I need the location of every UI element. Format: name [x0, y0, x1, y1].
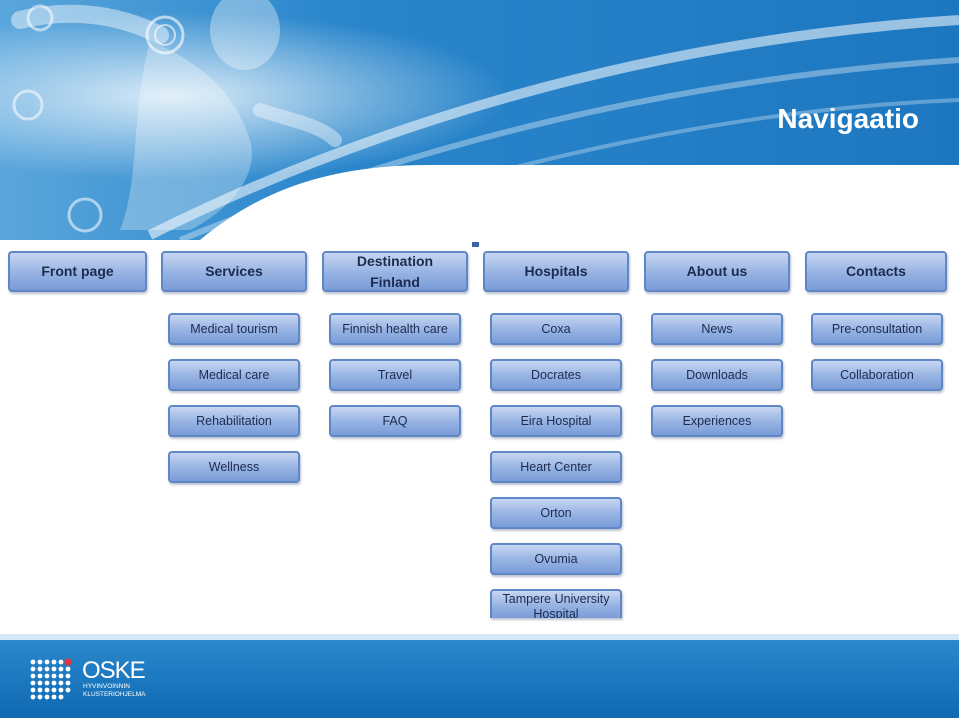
nav-sub-medical-care[interactable]: Medical care	[168, 359, 300, 391]
nav-sub-rehabilitation[interactable]: Rehabilitation	[168, 405, 300, 437]
nav-top-front-page[interactable]: Front page	[8, 251, 147, 292]
logo-subtitle-line-1: HYVINVOINNIN	[83, 683, 130, 690]
nav-top-about-us[interactable]: About us	[644, 251, 790, 292]
nav-sub-medical-tourism[interactable]: Medical tourism	[168, 313, 300, 345]
oske-logo-icon	[30, 658, 72, 700]
nav-sub-ovumia[interactable]: Ovumia	[490, 543, 622, 575]
logo-subtitle-line-2: KLUSTERIOHJELMA	[83, 690, 146, 698]
nav-sub-downloads[interactable]: Downloads	[651, 359, 783, 391]
header-banner: Navigaatio	[0, 0, 959, 240]
nav-sub-coxa[interactable]: Coxa	[490, 313, 622, 345]
nav-sub-orton[interactable]: Orton	[490, 497, 622, 529]
nav-sub-pre-consultation[interactable]: Pre-consultation	[811, 313, 943, 345]
nav-top-services[interactable]: Services	[161, 251, 307, 292]
nav-sub-tampere-university-hospital[interactable]: Tampere University Hospital	[490, 589, 622, 618]
nav-sub-wellness[interactable]: Wellness	[168, 451, 300, 483]
nav-sub-docrates[interactable]: Docrates	[490, 359, 622, 391]
logo-name: OSKE	[82, 657, 146, 684]
logo-subtitle: HYVINVOINNIN KLUSTERIOHJELMA	[83, 683, 173, 698]
nav-sub-finnish-health-care[interactable]: Finnish health care	[329, 313, 461, 345]
nav-sub-heart-center[interactable]: Heart Center	[490, 451, 622, 483]
nav-sub-eira-hospital[interactable]: Eira Hospital	[490, 405, 622, 437]
nav-top-destination-finland[interactable]: Destination Finland	[322, 251, 468, 292]
nav-sub-news[interactable]: News	[651, 313, 783, 345]
nav-sub-experiences[interactable]: Experiences	[651, 405, 783, 437]
small-marker	[472, 242, 479, 247]
page-title: Navigaatio	[777, 103, 919, 134]
nav-top-contacts[interactable]: Contacts	[805, 251, 947, 292]
nav-sub-collaboration[interactable]: Collaboration	[811, 359, 943, 391]
header-background	[0, 0, 959, 240]
nav-sub-travel[interactable]: Travel	[329, 359, 461, 391]
nav-sub-faq[interactable]: FAQ	[329, 405, 461, 437]
footer-bar	[0, 640, 959, 718]
footer-divider	[0, 634, 959, 640]
nav-top-hospitals[interactable]: Hospitals	[483, 251, 629, 292]
